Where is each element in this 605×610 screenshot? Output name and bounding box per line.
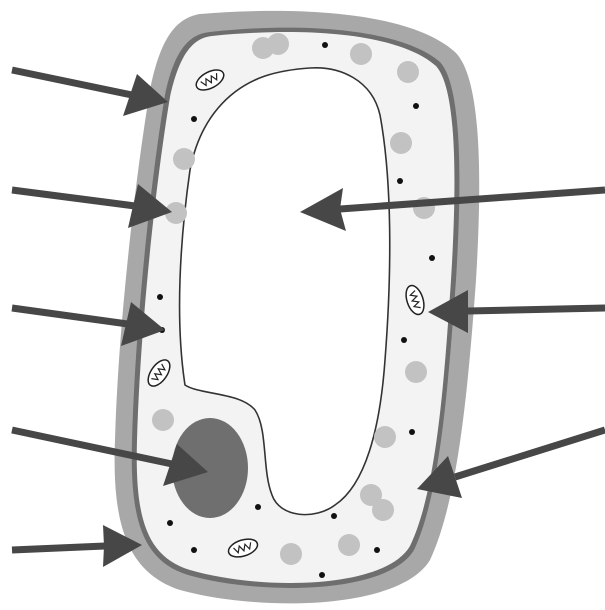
ribosome-icon bbox=[157, 294, 163, 300]
ribosome-icon bbox=[191, 547, 197, 553]
chloroplast-icon bbox=[173, 148, 195, 170]
cell bbox=[115, 11, 480, 603]
arrow-icon bbox=[12, 525, 142, 567]
chloroplast-icon bbox=[350, 43, 372, 65]
arrow-icon bbox=[12, 70, 168, 116]
ribosome-icon bbox=[167, 520, 173, 526]
chloroplast-icon bbox=[390, 132, 412, 154]
chloroplast-icon bbox=[397, 61, 419, 83]
ribosome-icon bbox=[374, 547, 380, 553]
ribosome-icon bbox=[401, 337, 407, 343]
ribosome-icon bbox=[331, 513, 337, 519]
ribosome-icon bbox=[322, 42, 328, 48]
ribosome-icon bbox=[413, 103, 419, 109]
ribosome-icon bbox=[397, 178, 403, 184]
chloroplast-icon bbox=[405, 361, 427, 383]
ribosome-icon bbox=[409, 429, 415, 435]
ribosome-icon bbox=[429, 255, 435, 261]
chloroplast-icon bbox=[280, 543, 302, 565]
ribosome-icon bbox=[255, 504, 261, 510]
ribosome-icon bbox=[191, 116, 197, 122]
chloroplast-icon bbox=[267, 33, 289, 55]
chloroplast-icon bbox=[374, 426, 396, 448]
ribosome-icon bbox=[319, 572, 325, 578]
chloroplast-icon bbox=[338, 534, 360, 556]
chloroplast-icon bbox=[152, 409, 174, 431]
chloroplast-icon bbox=[372, 499, 394, 521]
